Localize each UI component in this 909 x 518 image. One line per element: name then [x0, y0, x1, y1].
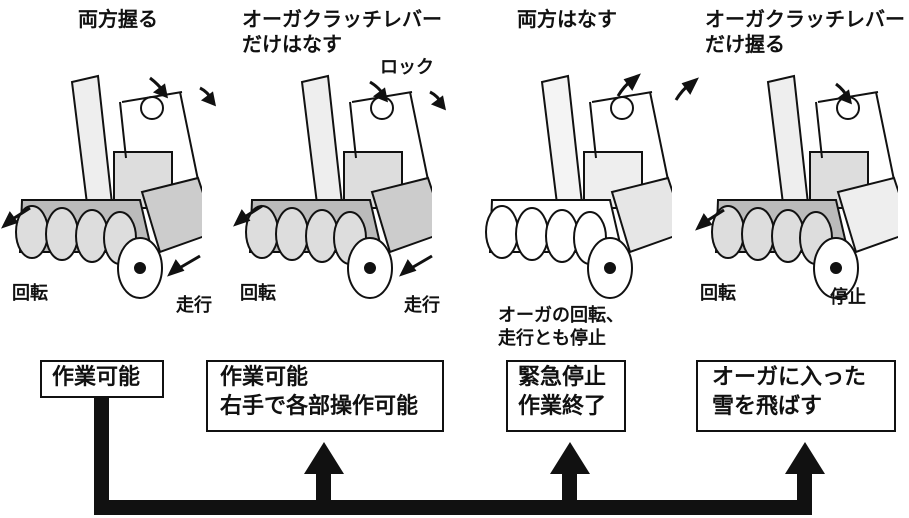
up-arrow-icon-shaft-2	[562, 472, 577, 512]
panel-4-title-line-1: オーガクラッチレバー	[705, 7, 905, 31]
panel-3-note-line-1: オーガの回転、	[498, 305, 624, 326]
box-work-possible: 作業可能	[40, 360, 164, 398]
panel-1-travel-label: 走行	[176, 295, 212, 316]
up-arrow-icon-3	[785, 442, 825, 474]
up-arrow-icon-shaft-3	[797, 472, 812, 512]
panel-2-title-line-1: オーガクラッチレバー	[242, 7, 442, 31]
snowblower-illustration-1	[15, 74, 202, 299]
box-3-line-2: 作業終了	[518, 393, 607, 419]
box-work-possible-right-hand: 作業可能 右手で各部操作可能	[206, 360, 444, 432]
box-1-line-1: 作業可能	[52, 365, 141, 390]
lock-label: ロック	[380, 57, 434, 78]
panel-2-rotation-label: 回転	[240, 283, 276, 304]
panel-4-stop-label: 停止	[830, 287, 866, 308]
snowblower-illustration-2	[245, 74, 432, 299]
panel-2-title-line-2: だけはなす	[242, 32, 342, 56]
box-4-line-1: オーガに入った	[712, 365, 867, 390]
box-clear-snow: オーガに入った 雪を飛ばす	[696, 360, 896, 432]
box-4-line-2: 雪を飛ばす	[712, 393, 823, 419]
box-2-line-2: 右手で各部操作可能	[220, 393, 419, 419]
panel-3-title: 両方はなす	[517, 7, 617, 31]
up-arrow-icon-1	[304, 442, 344, 474]
panel-1-title: 両方握る	[78, 7, 158, 31]
box-3-line-1: 緊急停止	[518, 365, 607, 390]
snowblower-illustration-4	[711, 74, 898, 299]
panel-4-rotation-label: 回転	[700, 283, 736, 304]
panel-3-note-line-2: 走行とも停止	[498, 328, 606, 349]
panel-4-title-line-2: だけ握る	[705, 32, 785, 56]
box-emergency-stop: 緊急停止 作業終了	[506, 360, 626, 432]
box-2-line-1: 作業可能	[220, 365, 309, 390]
up-arrow-icon-shaft-1	[316, 472, 331, 512]
snowblower-illustration-3	[485, 74, 672, 299]
panel-1-rotation-label: 回転	[12, 283, 48, 304]
panel-2-travel-label: 走行	[404, 295, 440, 316]
up-arrow-icon-2	[550, 442, 590, 474]
